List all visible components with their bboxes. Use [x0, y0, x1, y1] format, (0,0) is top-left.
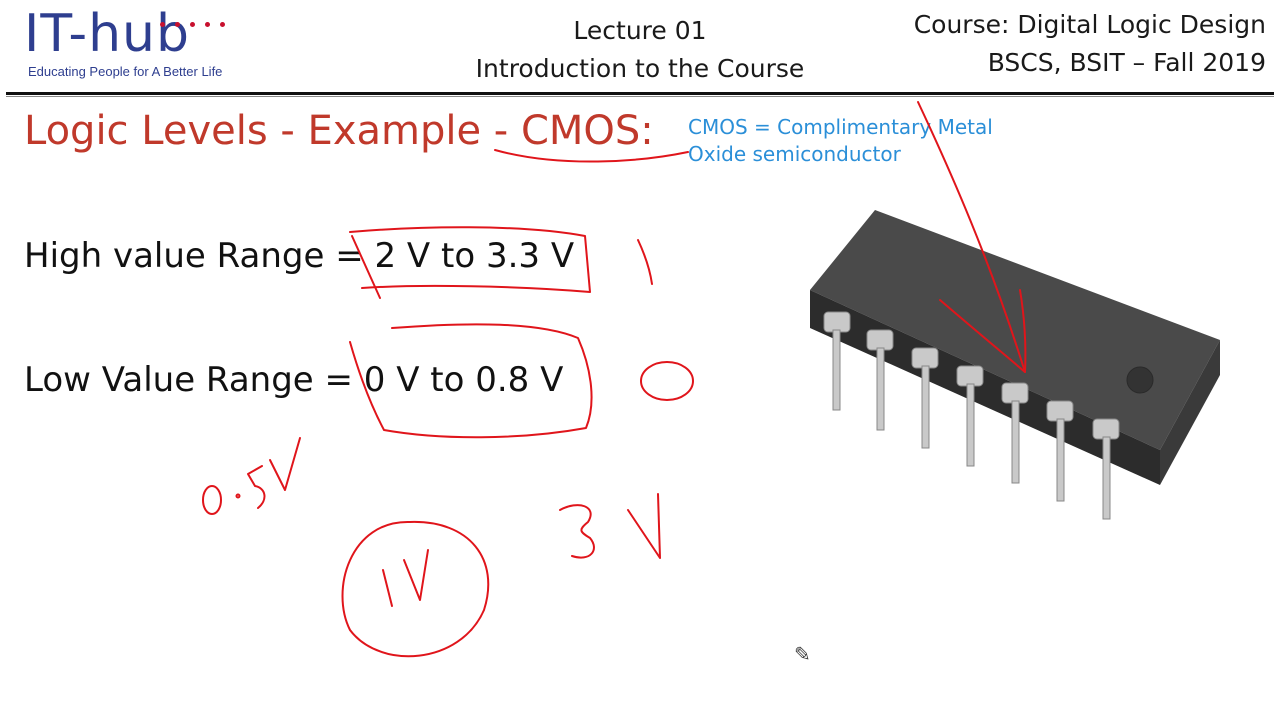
note-line-1: CMOS = Complimentary Metal — [688, 115, 993, 139]
lecture-number: Lecture 01 — [573, 16, 707, 45]
header-divider-thin — [6, 96, 1274, 97]
course-name: Course: Digital Logic Design — [913, 10, 1266, 39]
lecture-heading: Lecture 01 Introduction to the Course — [440, 12, 840, 88]
lecture-title: Introduction to the Course — [475, 54, 805, 83]
logo-dots — [160, 14, 235, 32]
ic-chip-image — [800, 200, 1230, 525]
logo-text: IT-hub — [24, 4, 191, 64]
note-line-2: Oxide semiconductor — [688, 142, 901, 166]
pencil-icon: ✎ — [794, 644, 811, 666]
course-term: BSCS, BSIT – Fall 2019 — [987, 48, 1266, 77]
slide-title: Logic Levels - Example - CMOS: — [24, 108, 654, 154]
high-value-range: High value Range = 2 V to 3.3 V — [24, 236, 575, 276]
cmos-definition-note: CMOS = Complimentary Metal Oxide semicon… — [688, 114, 993, 168]
logo: IT-hub — [24, 8, 190, 60]
logo-tagline: Educating People for A Better Life — [28, 64, 223, 79]
header-divider — [6, 92, 1274, 95]
course-info: Course: Digital Logic Design BSCS, BSIT … — [914, 6, 1266, 82]
low-value-range: Low Value Range = 0 V to 0.8 V — [24, 360, 564, 400]
